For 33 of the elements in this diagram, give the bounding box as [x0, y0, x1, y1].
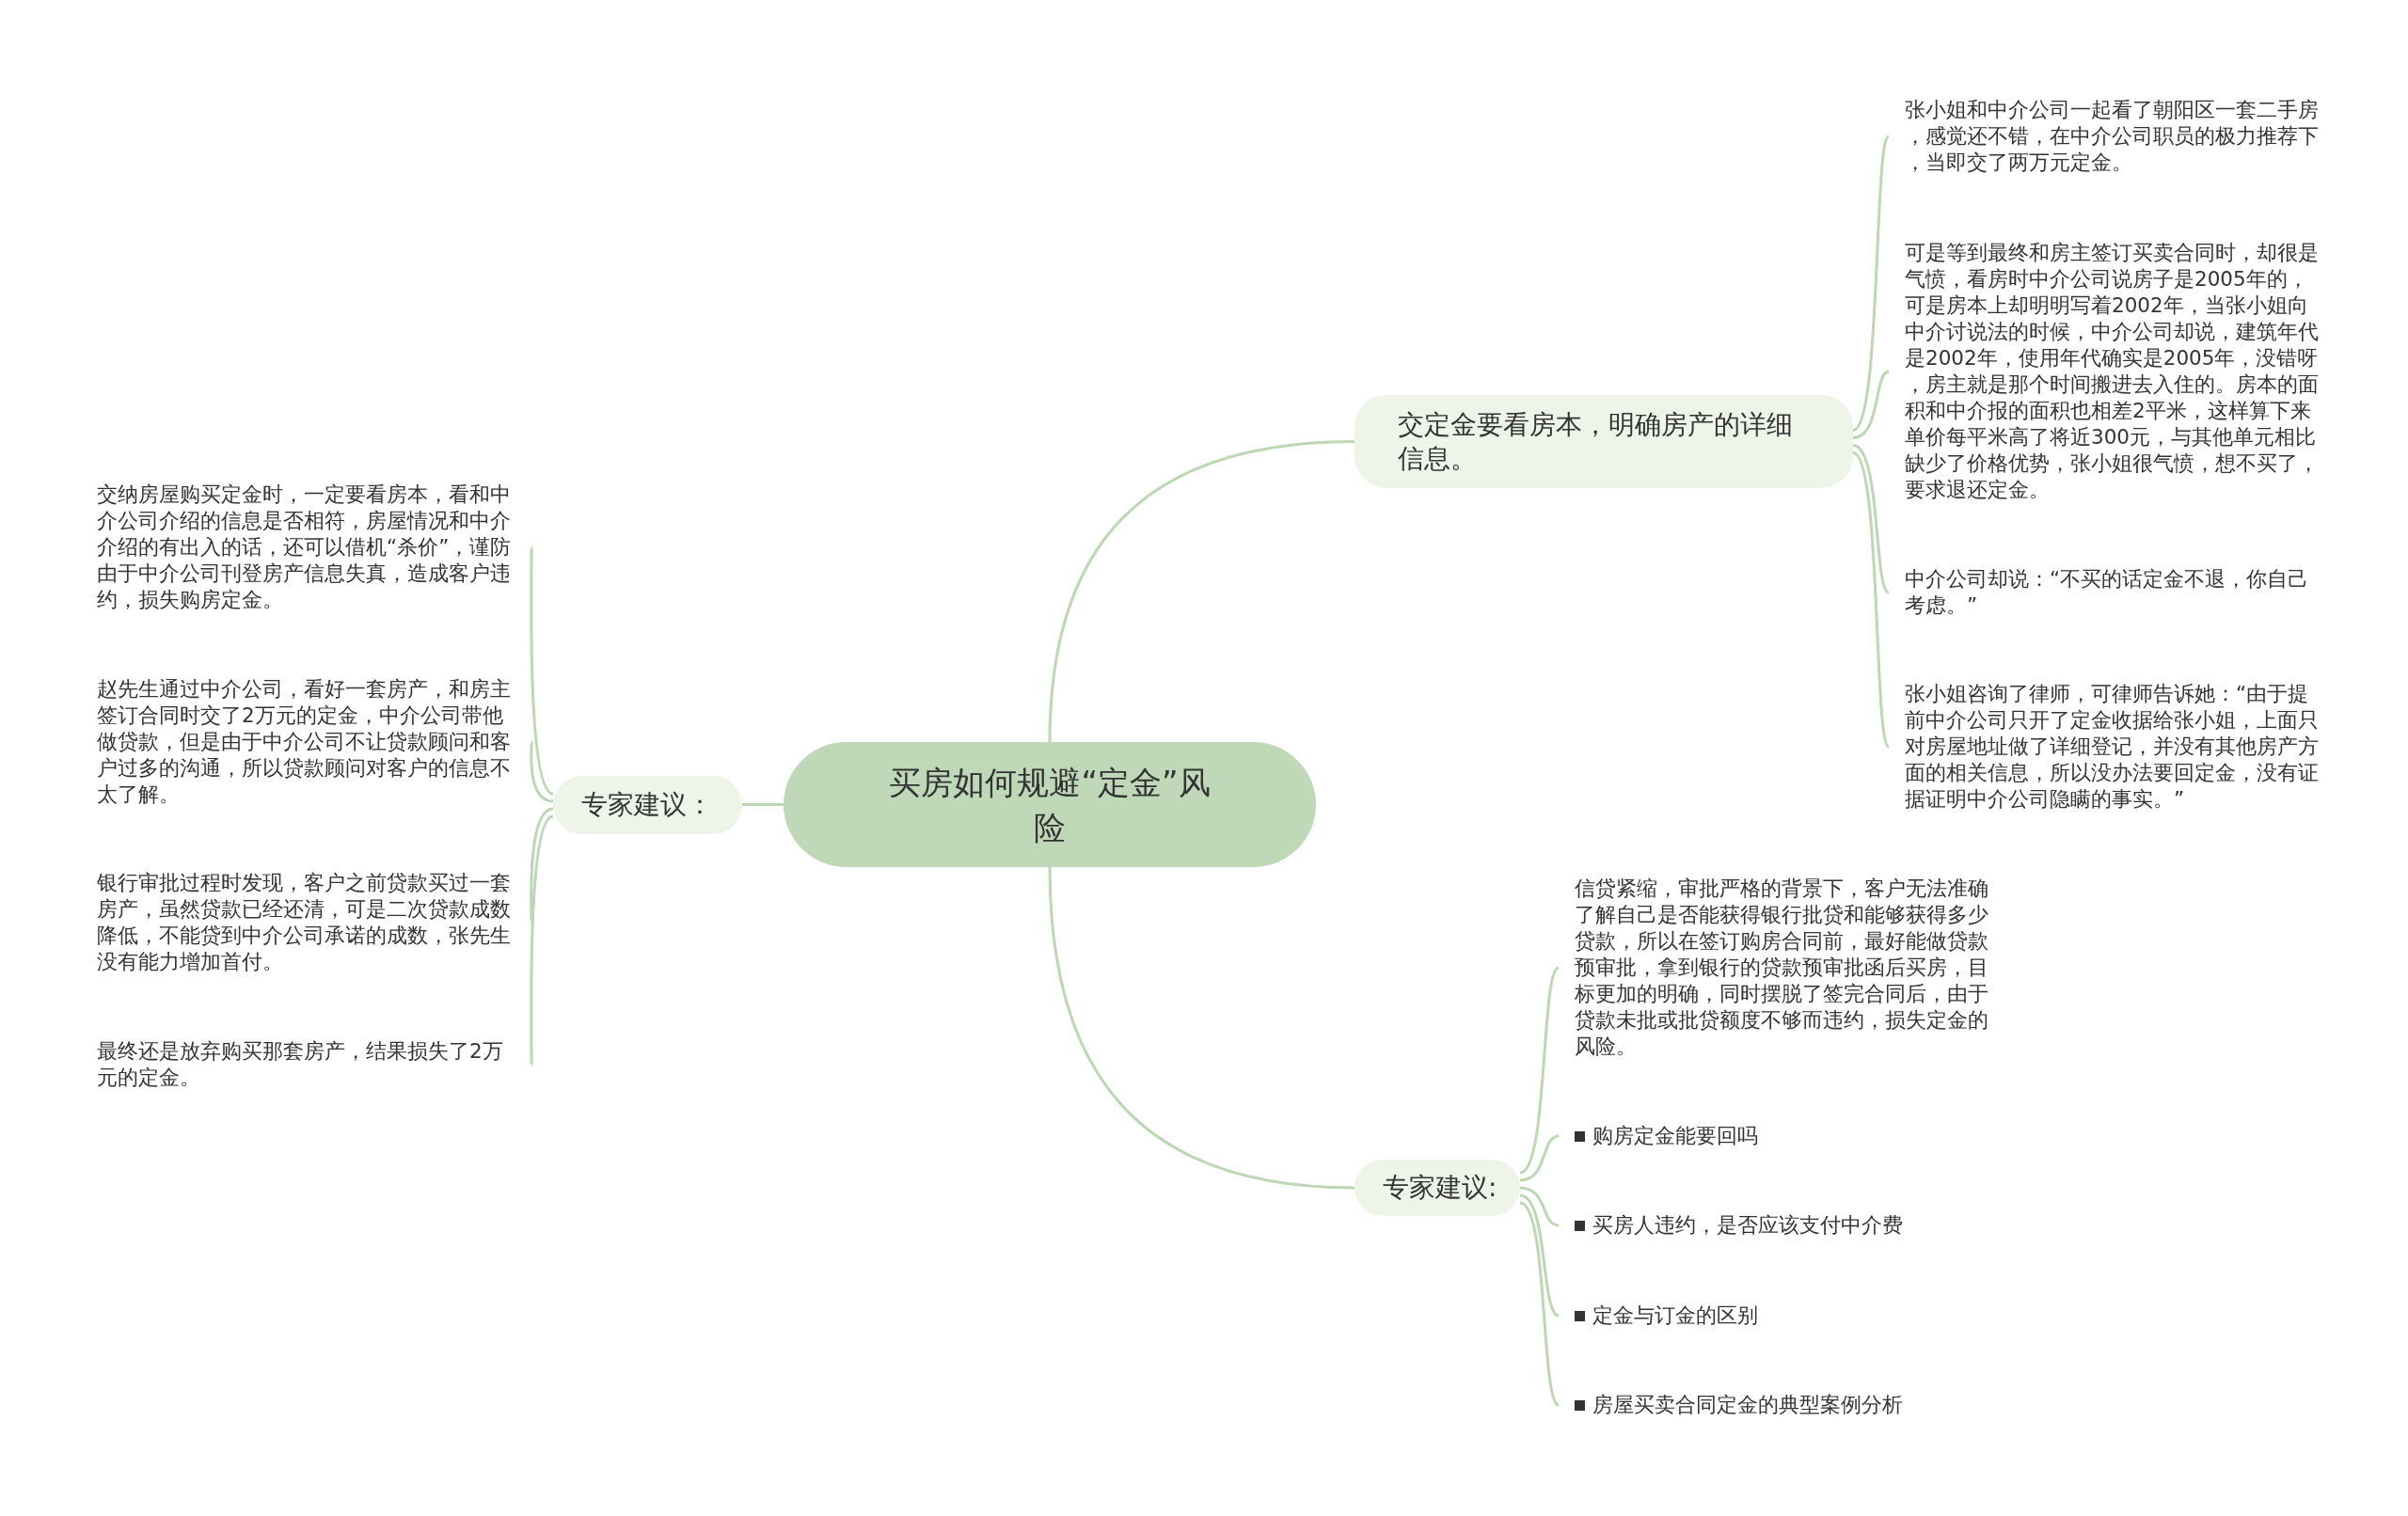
connector-line [1048, 866, 1355, 1190]
connector-line [1519, 966, 1560, 1175]
connector-line [1852, 444, 1890, 594]
leaf-text: 信贷紧缩，审批严格的背景下，客户无法准确了解自己是否能获得银行批贷和能够获得多少贷款，所以在签订购房合同前，最好能做贷款预审批，拿到银行的贷款预审批函后买房，目标更加的明确，同时摆脱了签完合同后，由于贷款未批或批贷额度不够而违约，损失定金的风险。 [1575, 876, 1989, 1060]
connector-line [1048, 440, 1355, 743]
topic-box: 交定金要看房本，明确房产的详细信息。 [1354, 395, 1853, 488]
connector-line [530, 807, 554, 924]
leaf-text: 张小姐咨询了律师，可律师告诉她：“由于提前中介公司只开了定金收据给张小姐，上面只对房屋地址做了详细登记，并没有其他房产方面的相关信息，所以没办法要回定金，没有证据证明中介公司隐瞒的事实。” [1905, 681, 2320, 813]
leaf-text: 中介公司却说：“不买的话定金不退，你自己考虑。” [1905, 566, 2310, 619]
connector-line [1519, 1193, 1560, 1318]
central-topic-box: 买房如何规避“定金”风险 [784, 742, 1316, 867]
leaf-text: 赵先生通过中介公司，看好一套房产，和房主签订合同时交了2万元的定金，中介公司带他做贷款，但是由于中介公司不让贷款顾问和客户过多的沟通，所以贷款顾问对客户的信息不太了解。 [97, 676, 512, 808]
connector-line [530, 546, 554, 796]
connector-line [1852, 370, 1890, 439]
connector-line [530, 814, 554, 1066]
leaf-text: 银行审批过程时发现，客户之前贷款买过一套房产，虽然贷款已经还清，可是二次贷款成数降低，不能贷到中介公司承诺的成数，张先生没有能力增加首付。 [97, 870, 512, 975]
leaf-text: 最终还是放弃购买那套房产，结果损失了2万元的定金。 [97, 1038, 504, 1091]
connector-line [1519, 1186, 1560, 1227]
connector-line [1519, 1201, 1560, 1407]
topic-box: 专家建议： [553, 776, 742, 834]
leaf-text: 张小姐和中介公司一起看了朝阳区一套二手房，感觉还不错，在中介公司职员的极力推荐下，当即交了两万元定金。 [1905, 97, 2320, 176]
leaf-text: 定金与订金的区别 [1592, 1303, 1759, 1329]
connector-line [1852, 451, 1891, 748]
leaf-text: 买房人违约，是否应该支付中介费 [1592, 1212, 1904, 1239]
leaf-text: 可是等到最终和房主签订买卖合同时，却很是气愤，看房时中介公司说房子是2005年的，可是房本上却明明写着2002年，当张小姐向中介讨说法的时候，中介公司却说，建筑年代是2002年，使用年代确实是2005年，没错呀，房主就是那个时间搬进去入住的。房本的面积和中介报的面积也相差2平米，这样算下来单价每平米高了将近300元，与其他单元相比缺少了价格优势，张小姐很气愤，想不买了，要求退还定金。 [1905, 240, 2320, 503]
leaf-text: 交纳房屋购买定金时，一定要看房本，看和中介公司介绍的信息是否相符，房屋情况和中介介绍的有出入的话，还可以借机“杀价”，谨防由于中介公司刊登房产信息失真，造成客户违约，损失购房定金。 [97, 482, 513, 613]
leaf-text: 房屋买卖合同定金的典型案例分析 [1592, 1392, 1904, 1418]
connector-line [530, 742, 554, 803]
leaf-text: 购房定金能要回吗 [1592, 1123, 1759, 1149]
connector-line [742, 803, 784, 806]
topic-box: 专家建议: [1354, 1160, 1520, 1216]
connector-line [1852, 135, 1891, 432]
connector-line [1519, 1134, 1560, 1182]
